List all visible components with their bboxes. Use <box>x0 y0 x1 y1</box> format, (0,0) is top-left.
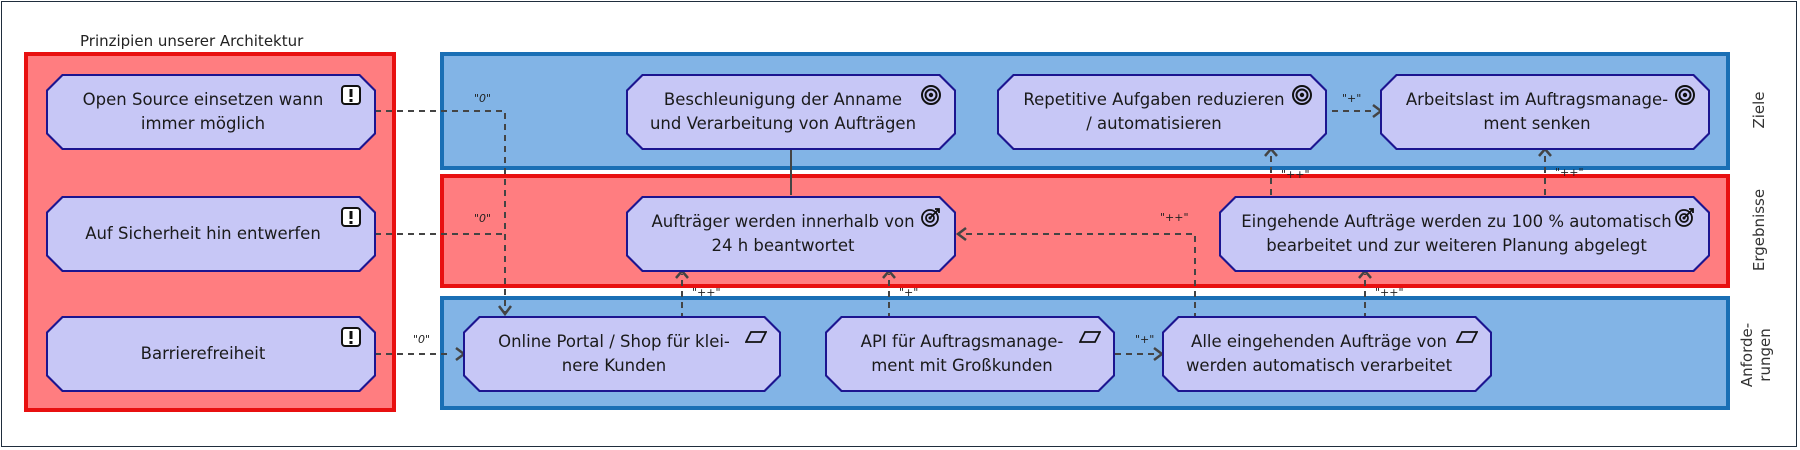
requirement-node-portal[interactable]: Online Portal / Shop für klei- nere Kund… <box>463 316 781 392</box>
node-label: Alle eingehenden Aufträge von werden aut… <box>1185 332 1453 375</box>
node-label: Arbeitslast im Auftragsmanage- ment senk… <box>1405 90 1669 133</box>
target-icon <box>1674 84 1696 106</box>
parallelogram-icon <box>745 326 767 348</box>
node-label: Online Portal / Shop für klei- nere Kund… <box>498 332 730 375</box>
node-label: API für Auftragsmanage- ment mit Großkun… <box>860 332 1064 375</box>
arrowhead-p3-q1 <box>455 347 467 361</box>
parallelogram-icon <box>1456 326 1478 348</box>
principles-title: Prinzipien unserer Architektur <box>80 32 304 50</box>
node-label: Aufträger werden innerhalb von 24 h bean… <box>651 212 915 255</box>
exclamation-icon <box>340 326 362 348</box>
edge-label-p3-q1: "0" <box>413 333 430 346</box>
goal-node-reduce-tasks[interactable]: Repetitive Aufgaben reduzieren / automat… <box>997 74 1327 150</box>
arrowhead-q3-r1 <box>955 227 967 241</box>
requirement-node-api[interactable]: API für Auftragsmanage- ment mit Großkun… <box>825 316 1115 392</box>
arrowhead-p1-q1 <box>498 305 512 317</box>
principle-node-open-source[interactable]: Open Source einsetzen wann immer möglich <box>46 74 376 150</box>
edge-label-r2-g2: "++" <box>1281 168 1310 181</box>
edge-label-p1-q1: "0" <box>474 92 491 105</box>
goal-node-workload[interactable]: Arbeitslast im Auftragsmanage- ment senk… <box>1380 74 1710 150</box>
target-icon <box>920 84 942 106</box>
node-label: Auf Sicherheit hin entwerfen <box>85 224 321 243</box>
arrowhead-r2-g2 <box>1264 147 1278 157</box>
edge-label-g2-g3: "+" <box>1342 92 1361 105</box>
node-label: Eingehende Aufträge werden zu 100 % auto… <box>1241 212 1672 255</box>
edge-label-q1-r1: "++" <box>692 286 721 299</box>
edge-label-p2-q1: "0" <box>474 212 491 225</box>
arrowhead-g2-g3 <box>1372 104 1384 118</box>
edge-label-q2-r1: "+" <box>899 286 918 299</box>
parallelogram-icon <box>1079 326 1101 348</box>
node-label: Beschleunigung der Anname und Verarbeitu… <box>649 90 917 133</box>
arrowhead-q2-q3 <box>1153 347 1165 361</box>
exclamation-icon <box>340 84 362 106</box>
dart-icon <box>1674 206 1696 228</box>
node-label: Barrierefreiheit <box>140 344 266 363</box>
principle-node-security[interactable]: Auf Sicherheit hin entwerfen <box>46 196 376 272</box>
arrowhead-r2-g3 <box>1538 147 1552 157</box>
node-label: Open Source einsetzen wann immer möglich <box>82 90 324 133</box>
node-label: Repetitive Aufgaben reduzieren / automat… <box>1023 90 1285 133</box>
goal-node-acceleration[interactable]: Beschleunigung der Anname und Verarbeitu… <box>626 74 956 150</box>
edge-label-q3-r2: "++" <box>1375 286 1404 299</box>
dart-icon <box>920 206 942 228</box>
result-node-automatic[interactable]: Eingehende Aufträge werden zu 100 % auto… <box>1219 196 1710 272</box>
edge-label-q3-r1: "++" <box>1160 211 1189 224</box>
edge-p1-q1 <box>375 110 506 312</box>
edge-q3-r1 <box>962 233 1196 319</box>
result-node-24h[interactable]: Aufträger werden innerhalb von 24 h bean… <box>626 196 956 272</box>
target-icon <box>1291 84 1313 106</box>
edge-label-q2-q3: "+" <box>1135 333 1154 346</box>
edge-label-r2-g3: "++" <box>1555 166 1584 179</box>
requirement-node-automatic[interactable]: Alle eingehenden Aufträge von werden aut… <box>1162 316 1492 392</box>
exclamation-icon <box>340 206 362 228</box>
principle-node-accessibility[interactable]: Barrierefreiheit <box>46 316 376 392</box>
